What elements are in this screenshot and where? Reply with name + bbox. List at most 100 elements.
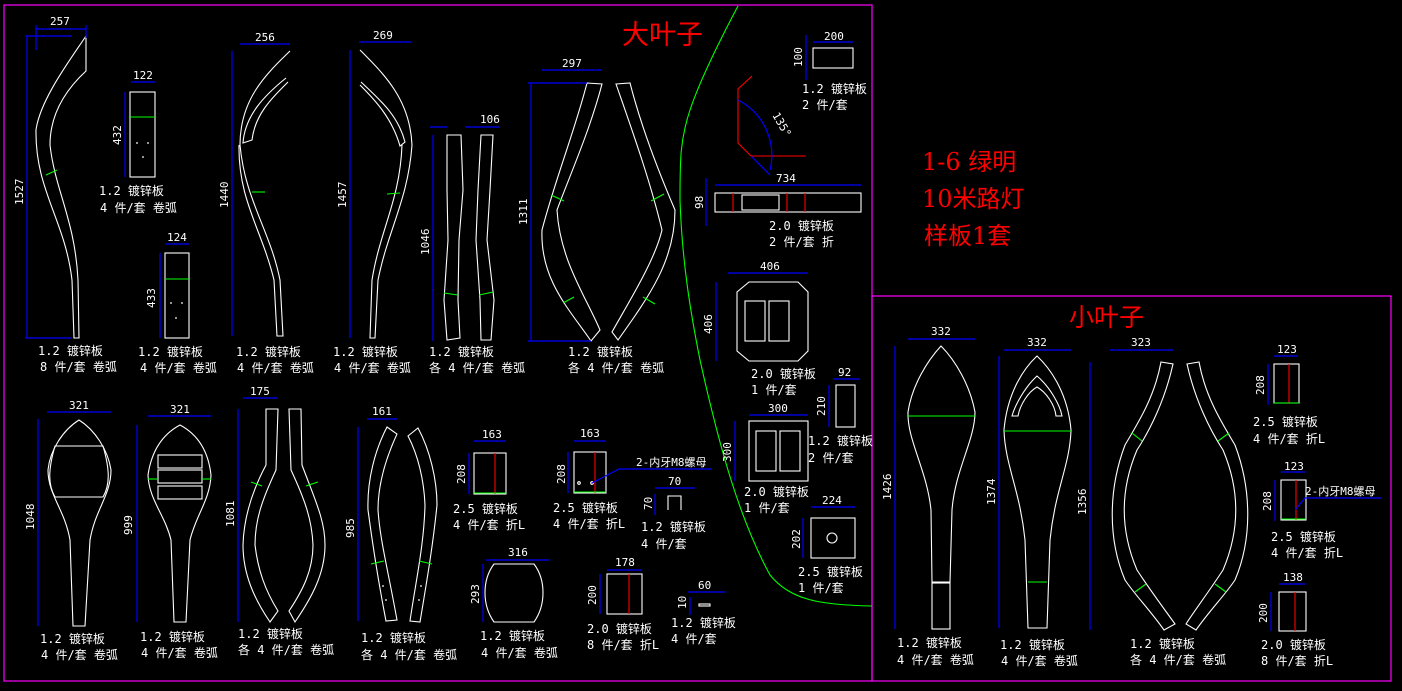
s4-material: 2.5 镀锌板 (1253, 415, 1318, 429)
p19-height: 208 (455, 464, 468, 484)
p6-qty: 各 4 件/套 卷弧 (429, 360, 525, 375)
p5-material: 1.2 镀锌板 (333, 345, 398, 359)
p22-height: 293 (469, 584, 482, 604)
big-leaf-title: 大叶子 (622, 20, 703, 51)
p19-material: 2.5 镀锌板 (453, 502, 518, 516)
p15-qty: 4 件/套 卷弧 (41, 647, 118, 662)
p7-qty: 各 4 件/套 卷弧 (568, 360, 664, 375)
s4-height: 208 (1254, 375, 1267, 395)
part-p14: 224 202 2.5 镀锌板 1 件/套 (790, 494, 863, 595)
p21-width: 70 (668, 475, 681, 488)
part-p2: 122 432 1.2 镀锌板 4 件/套 卷弧 (99, 69, 177, 215)
p20-callout: 2-内牙M8螺母 (636, 455, 707, 469)
p13-material: 2.0 镀锌板 (744, 485, 809, 499)
s3-width: 323 (1131, 336, 1151, 349)
part-p17: 175 1081 1.2 镀锌板 各 4 件/套 卷弧 (224, 385, 334, 657)
s5-material: 2.5 镀锌板 (1271, 530, 1336, 544)
p10-width: 734 (776, 172, 796, 185)
s3-material: 1.2 镀锌板 (1130, 637, 1195, 651)
p24-width: 60 (698, 579, 711, 592)
part-p5: 269 1457 1.2 镀锌板 4 件/套 卷弧 (333, 29, 413, 375)
s5-height: 208 (1261, 491, 1274, 511)
p5-height: 1457 (336, 182, 349, 209)
s5-width: 123 (1284, 460, 1304, 473)
s4-width: 123 (1277, 343, 1297, 356)
p18-qty: 各 4 件/套 卷弧 (361, 647, 457, 662)
p1-qty: 8 件/套 卷弧 (40, 359, 117, 374)
p13-width: 300 (768, 402, 788, 415)
s6-qty: 8 件/套 折L (1261, 653, 1333, 668)
p22-qty: 4 件/套 卷弧 (481, 645, 558, 660)
part-s1: 332 1426 1.2 镀锌板 4 件/套 卷弧 (881, 325, 976, 667)
p8-material: 1.2 镀锌板 (802, 82, 867, 96)
p12-material: 1.2 镀锌板 (808, 434, 873, 448)
part-p4: 256 1440 1.2 镀锌板 4 件/套 卷弧 (218, 31, 314, 375)
p20-material: 2.5 镀锌板 (553, 501, 618, 515)
s1-width: 332 (931, 325, 951, 338)
p14-material: 2.5 镀锌板 (798, 565, 863, 579)
p17-material: 1.2 镀锌板 (238, 627, 303, 641)
part-p7: 297 1311 1.2 镀锌板 各 4 件/套 卷弧 (517, 57, 676, 375)
part-p3: 124 433 1.2 镀锌板 4 件/套 卷弧 (138, 231, 217, 375)
p12-qty: 2 件/套 (808, 451, 854, 465)
p1-width: 257 (50, 15, 70, 28)
p21-height: 70 (642, 497, 655, 510)
p2-height: 432 (111, 125, 124, 145)
small-leaf-title: 小叶子 (1069, 303, 1144, 332)
p18-material: 1.2 镀锌板 (361, 631, 426, 645)
s3-height: 1356 (1076, 489, 1089, 516)
p14-qty: 1 件/套 (798, 581, 844, 595)
p20-width: 163 (580, 427, 600, 440)
p15-material: 1.2 镀锌板 (40, 632, 105, 646)
part-p13: 300 300 2.0 镀锌板 1 件/套 (721, 402, 809, 515)
p15-width: 321 (69, 399, 89, 412)
p4-qty: 4 件/套 卷弧 (237, 360, 314, 375)
p17-height: 1081 (224, 501, 237, 528)
p7-height: 1311 (517, 199, 530, 226)
p16-width: 321 (170, 403, 190, 416)
p16-qty: 4 件/套 卷弧 (141, 645, 218, 660)
p2-width: 122 (133, 69, 153, 82)
p13-height: 300 (721, 442, 734, 462)
p5-qty: 4 件/套 卷弧 (334, 360, 411, 375)
p17-qty: 各 4 件/套 卷弧 (238, 642, 334, 657)
part-p20: 2-内牙M8螺母 163 208 2.5 镀锌板 4 件/套 折L (553, 427, 712, 531)
p11-width: 406 (760, 260, 780, 273)
part-p23: 178 200 2.0 镀锌板 8 件/套 折L (586, 556, 659, 652)
p24-qty: 4 件/套 (671, 632, 717, 646)
note-line-2: 10米路灯 (922, 185, 1025, 213)
s4-qty: 4 件/套 折L (1253, 431, 1325, 446)
part-p8: 200 100 1.2 镀锌板 2 件/套 (792, 30, 867, 112)
part-p16: 321 999 1.2 镀锌板 4 件/套 卷弧 (122, 403, 218, 660)
p6-material: 1.2 镀锌板 (429, 345, 494, 359)
p14-width: 224 (822, 494, 842, 507)
p11-qty: 1 件/套 (751, 383, 797, 397)
part-p15: 321 1048 1.2 镀锌板 4 件/套 卷弧 (24, 399, 118, 662)
p19-width: 163 (482, 428, 502, 441)
part-p12: 92 210 1.2 镀锌板 2 件/套 (808, 366, 873, 465)
p11-material: 2.0 镀锌板 (751, 367, 816, 381)
p14-height: 202 (790, 529, 803, 549)
p10-qty: 2 件/套 折 (769, 234, 834, 249)
s1-material: 1.2 镀锌板 (897, 636, 962, 650)
small-leaf-frame (871, 295, 1392, 682)
part-p18: 161 985 1.2 镀锌板 各 4 件/套 卷弧 (344, 405, 457, 662)
part-s5: 2-内牙M8螺母 123 208 2.5 镀锌板 4 件/套 折L (1261, 460, 1382, 560)
s2-width: 332 (1027, 336, 1047, 349)
part-s4: 123 208 2.5 镀锌板 4 件/套 折L (1253, 343, 1325, 446)
part-p19: 163 208 2.5 镀锌板 4 件/套 折L (453, 428, 525, 532)
p22-material: 1.2 镀锌板 (480, 629, 545, 643)
p18-width: 161 (372, 405, 392, 418)
p6-width: 106 (480, 113, 500, 126)
p1-material: 1.2 镀锌板 (38, 344, 103, 358)
p4-material: 1.2 镀锌板 (236, 345, 301, 359)
part-p9-angle: 135° (737, 75, 806, 176)
p23-material: 2.0 镀锌板 (587, 622, 652, 636)
part-p11: 406 406 2.0 镀锌板 1 件/套 (702, 260, 816, 397)
p23-width: 178 (615, 556, 635, 569)
s5-callout: 2-内牙M8螺母 (1305, 484, 1376, 498)
p20-height: 208 (555, 464, 568, 484)
part-p24: 60 10 1.2 镀锌板 4 件/套 (671, 579, 736, 646)
p15-height: 1048 (24, 504, 37, 531)
